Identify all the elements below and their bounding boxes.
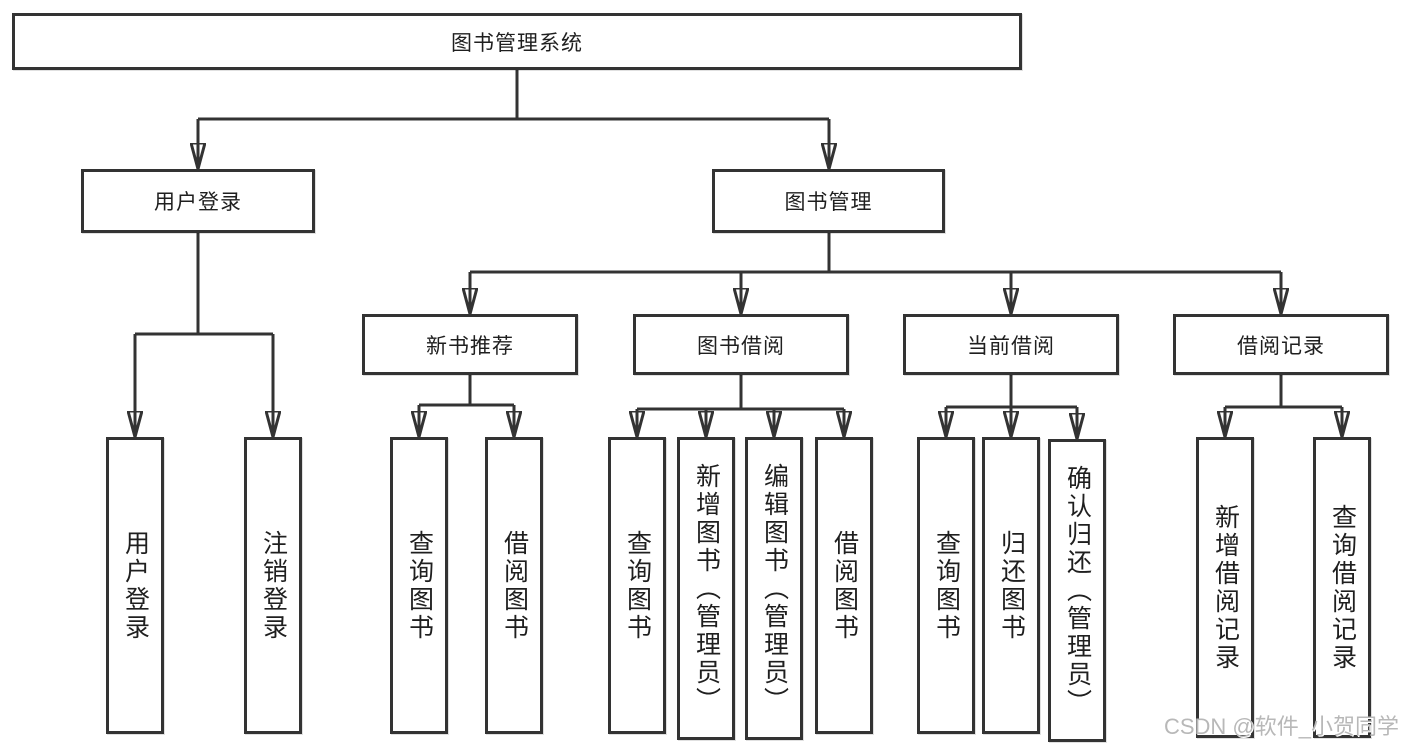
leaf-edit-book-admin: 编辑图书（管理员）: [745, 437, 803, 740]
leaf-logout-label: 注销登录: [259, 529, 288, 642]
leaf-add-borrow-record-label: 新增借阅记录: [1211, 503, 1240, 672]
leaf-query-book-recommend: 查询图书: [390, 437, 448, 734]
leaf-add-book-admin: 新增图书（管理员）: [677, 437, 735, 740]
node-new-book-recommend-label: 新书推荐: [426, 334, 514, 358]
connector-borrowrecords-to-leaves: [1225, 375, 1342, 435]
node-borrow-records: 借阅记录: [1173, 314, 1389, 375]
leaf-query-borrow-record-label: 查询借阅记录: [1328, 503, 1357, 672]
node-book-borrowing: 图书借阅: [633, 314, 849, 375]
leaf-query-book-current: 查询图书: [917, 437, 975, 734]
node-root-library-system: 图书管理系统: [12, 13, 1022, 70]
csdn-watermark: CSDN @软件_小贺同学: [1163, 714, 1399, 739]
leaf-user-login-label: 用户登录: [121, 529, 150, 642]
leaf-borrow-book-label: 借阅图书: [830, 529, 859, 642]
node-current-borrowing: 当前借阅: [903, 314, 1119, 375]
leaf-query-book-current-label: 查询图书: [932, 529, 961, 642]
leaf-return-book-label: 归还图书: [997, 529, 1026, 642]
connector-bookmgmt-to-level3: [470, 233, 1281, 312]
node-root-label: 图书管理系统: [451, 31, 583, 55]
leaf-query-book-borrowing: 查询图书: [608, 437, 666, 734]
connector-bookborrow-to-leaves: [637, 375, 844, 435]
leaf-logout: 注销登录: [244, 437, 302, 734]
node-current-borrowing-label: 当前借阅: [967, 334, 1055, 358]
leaf-borrow-book-recommend-label: 借阅图书: [500, 529, 529, 642]
connector-newbookrec-to-leaves: [419, 375, 514, 435]
leaf-query-borrow-record: 查询借阅记录: [1313, 437, 1371, 738]
leaf-borrow-book-recommend: 借阅图书: [485, 437, 543, 734]
node-book-management: 图书管理: [712, 169, 945, 233]
node-borrow-records-label: 借阅记录: [1237, 334, 1325, 358]
leaf-confirm-return-admin: 确认归还（管理员）: [1048, 439, 1106, 742]
connector-root-to-level2: [198, 70, 829, 167]
leaf-user-login: 用户登录: [106, 437, 164, 734]
node-new-book-recommend: 新书推荐: [362, 314, 578, 375]
leaf-return-book: 归还图书: [982, 437, 1040, 734]
leaf-query-book-recommend-label: 查询图书: [405, 529, 434, 642]
node-user-login: 用户登录: [81, 169, 315, 233]
connector-userlogin-to-leaves: [135, 233, 273, 435]
leaf-add-borrow-record: 新增借阅记录: [1196, 437, 1254, 738]
leaf-confirm-return-admin-label: 确认归还（管理员）: [1063, 464, 1092, 717]
node-user-login-label: 用户登录: [154, 191, 242, 214]
leaf-query-book-borrowing-label: 查询图书: [623, 529, 652, 642]
leaf-borrow-book: 借阅图书: [815, 437, 873, 734]
node-book-borrowing-label: 图书借阅: [697, 334, 785, 358]
leaf-add-book-admin-label: 新增图书（管理员）: [692, 462, 721, 715]
leaf-edit-book-admin-label: 编辑图书（管理员）: [760, 462, 789, 715]
node-book-management-label: 图书管理: [784, 191, 873, 214]
connector-currentborrow-to-leaves: [946, 375, 1077, 437]
